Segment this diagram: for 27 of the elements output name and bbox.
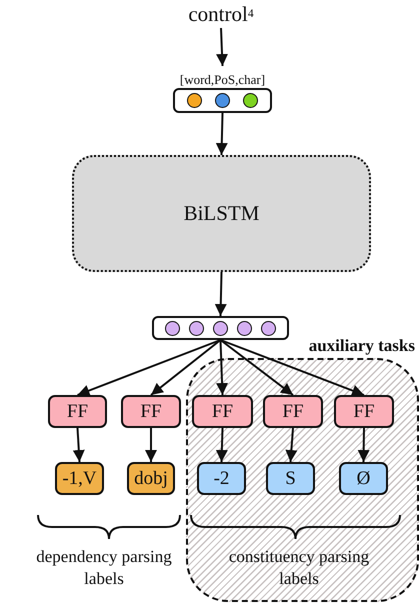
constituency-label-box: -2 [197, 462, 246, 495]
constituency-label-box: Ø [339, 462, 388, 495]
arrow [214, 272, 227, 316]
arrow [150, 339, 222, 396]
ff-box: FF [263, 395, 323, 428]
arrow [285, 428, 298, 462]
arrow [77, 339, 221, 396]
ff-box: FF [192, 395, 253, 428]
brace-label: dependency parsing labels [35, 546, 173, 590]
ff-box: FF [48, 395, 107, 428]
arrow [216, 340, 228, 396]
dependency-label-box: dobj [127, 462, 175, 495]
brace-label: constituency parsing labels [228, 546, 370, 590]
arrow [216, 112, 228, 156]
dependency-label-box: -1,V [55, 462, 104, 495]
ff-box: FF [121, 395, 181, 428]
vector-box [152, 316, 289, 340]
vector-label: [word,PoS,char] [178, 72, 266, 88]
constituency-label-box: S [266, 462, 315, 495]
arrow [145, 428, 157, 462]
ff-box: FF [334, 395, 394, 428]
arrow [220, 339, 294, 396]
bilstm-box: BiLSTM [72, 155, 371, 272]
arrow [220, 339, 364, 396]
arrow [72, 428, 85, 462]
arrow [216, 28, 228, 66]
region-heading: auxiliary tasks [306, 336, 417, 356]
